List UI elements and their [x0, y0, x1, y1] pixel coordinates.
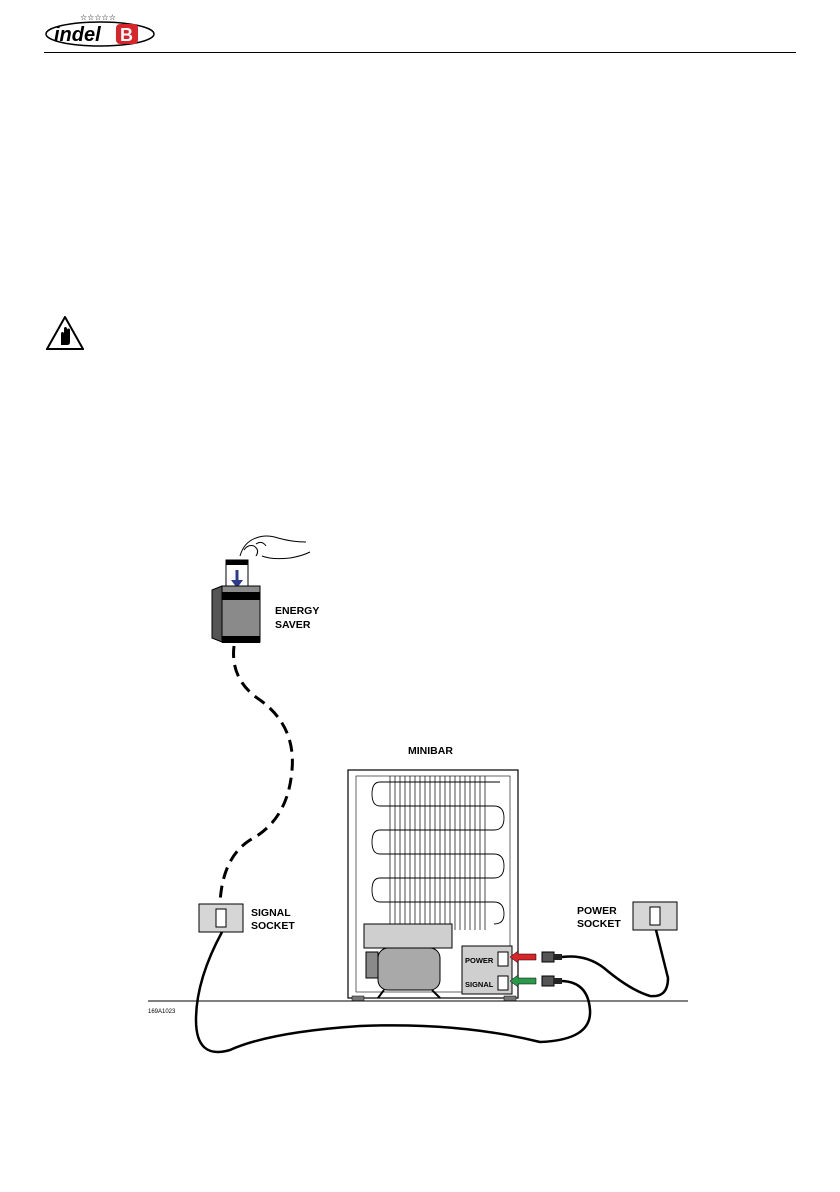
dashed-signal-cable: [218, 645, 294, 905]
energy-saver-label-2: SAVER: [275, 619, 311, 631]
energy-saver-label-1: ENERGY: [275, 605, 319, 617]
minibar-label: MINIBAR: [408, 745, 453, 757]
signal-arrow: [509, 974, 537, 988]
indel-b-logo: ☆☆☆☆☆ indel B: [45, 13, 155, 47]
minibar-unit: [347, 769, 519, 1002]
logo-letter: B: [120, 25, 133, 45]
power-socket-label-1: POWER: [577, 905, 617, 917]
power-socket: [632, 901, 678, 931]
signal-cable: [194, 931, 592, 1054]
hand-illustration: [239, 535, 311, 560]
condenser-fins: [389, 776, 486, 930]
power-arrow: [509, 950, 537, 964]
power-plug: [541, 951, 562, 963]
logo-brand: indel: [54, 24, 101, 46]
logo-stars: ☆☆☆☆☆: [80, 13, 116, 22]
key-card-stripe: [226, 560, 248, 565]
warning-hand-icon: [46, 316, 84, 350]
energy-saver-device: [211, 585, 261, 643]
power-cable: [561, 929, 670, 998]
signal-socket-label-2: SOCKET: [251, 920, 295, 932]
power-socket-label-2: SOCKET: [577, 918, 621, 930]
signal-socket: [198, 903, 244, 933]
minibar-power-port-label: POWER: [465, 956, 494, 965]
signal-plug: [541, 975, 562, 987]
figure-code: 169A1023: [148, 1009, 176, 1015]
signal-socket-label-1: SIGNAL: [251, 907, 291, 919]
minibar-signal-port-label: SIGNAL: [465, 980, 494, 989]
wiring-diagram: ENERGY SAVER SIGNAL SOCKET MINIBAR: [148, 535, 688, 1054]
card-insert-arrow: [231, 570, 243, 588]
header-rule: [44, 52, 796, 53]
